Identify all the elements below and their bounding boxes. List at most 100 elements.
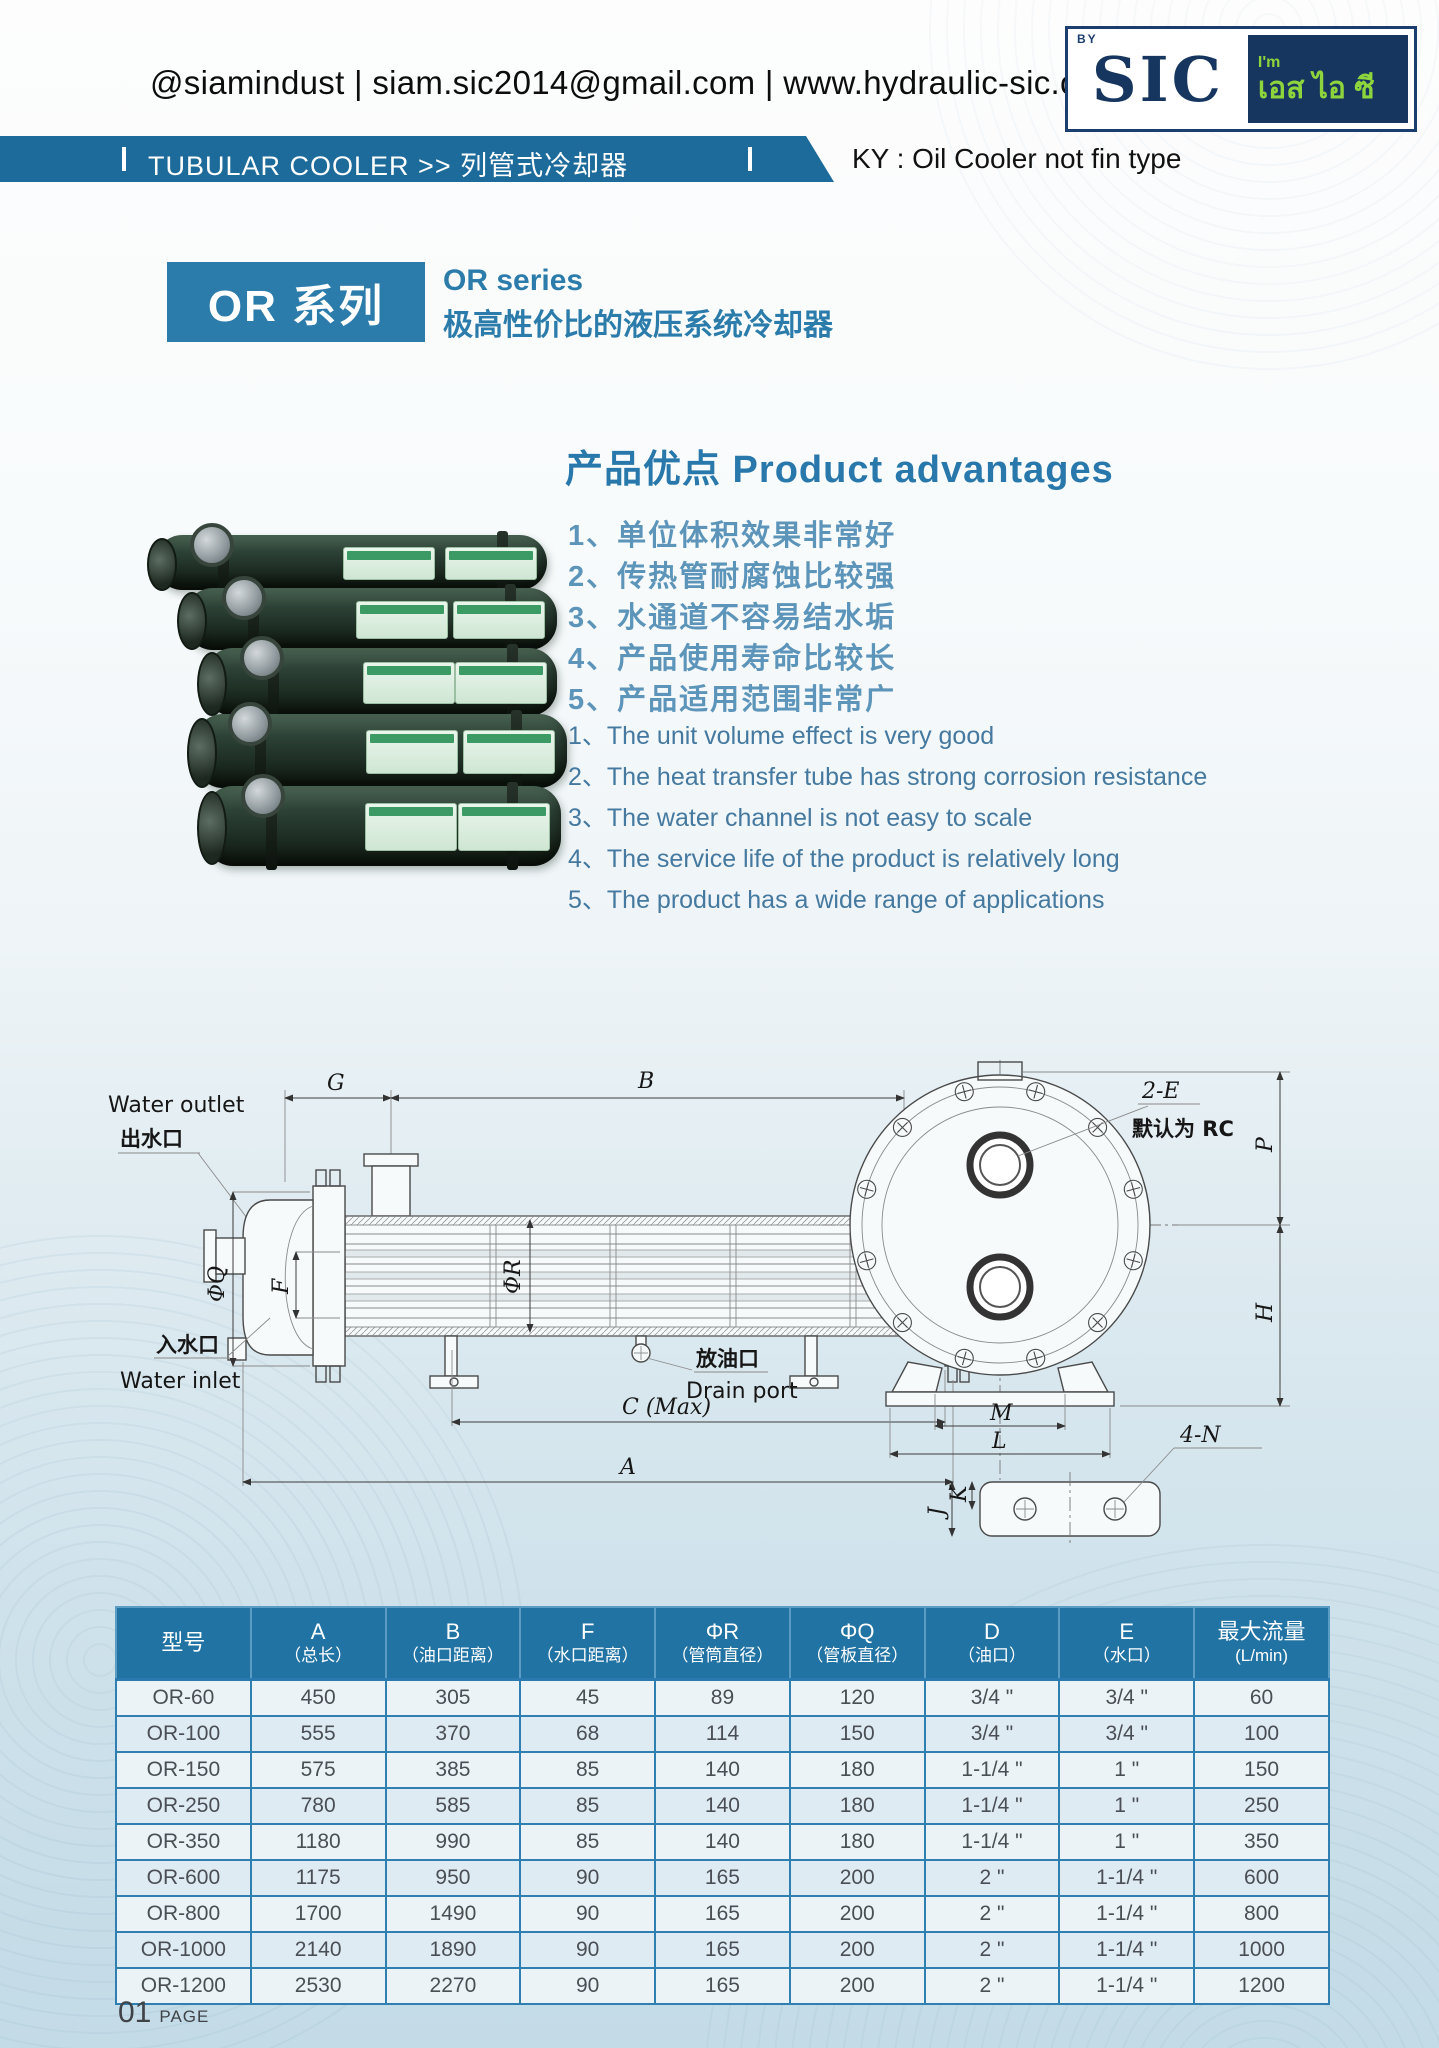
cooler-image: [197, 636, 557, 720]
table-cell: 450: [249, 1678, 387, 1717]
table-cell: 2140: [249, 1931, 387, 1969]
logo-thai-panel: I'm เอส ไอ ซี: [1247, 35, 1408, 123]
dim-phiQ: ΦQ: [205, 1266, 230, 1302]
table-cell: 45: [519, 1678, 657, 1717]
table-cell: 305: [384, 1678, 522, 1717]
banner-tagline: KY : Oil Cooler not fin type: [852, 143, 1182, 174]
dim-A: A: [618, 1455, 636, 1480]
series-subtitle-zh: 极高性价比的液压系统冷却器: [443, 309, 833, 342]
list-item: 4、产品使用寿命比较长: [568, 643, 897, 675]
table-cell: 200: [788, 1895, 926, 1933]
table-cell: 200: [788, 1859, 926, 1897]
company-logo: BY SIC I'm เอส ไอ ซี: [1065, 26, 1417, 132]
table-cell: 165: [654, 1967, 791, 2005]
list-item: 1、The unit volume effect is very good: [568, 722, 995, 750]
cooler-image: [147, 523, 547, 594]
table-cell: OR-600: [115, 1859, 252, 1897]
table-cell: 555: [249, 1715, 387, 1753]
list-item: 3、水通道不容易结水垢: [568, 602, 897, 634]
table-cell: 2 ": [923, 1931, 1061, 1969]
series-badge: OR 系列: [167, 262, 425, 342]
table-cell: 150: [1193, 1751, 1330, 1789]
dim-H: H: [1253, 1302, 1278, 1323]
label-water-inlet-en: Water inlet: [120, 1369, 241, 1394]
list-item: 3、The water channel is not easy to scale: [568, 804, 1033, 832]
table-cell: 990: [384, 1823, 522, 1861]
page-label: PAGE: [159, 2007, 210, 2026]
dim-L: L: [991, 1429, 1007, 1454]
table-cell: 600: [1193, 1859, 1330, 1897]
dim-4N: 4-N: [1179, 1423, 1221, 1448]
label-drain-en: Drain port: [686, 1379, 798, 1404]
page-footer: 01 PAGE: [118, 1996, 209, 2030]
dim-phiR: ΦR: [501, 1259, 526, 1294]
dim-J: J: [925, 1506, 950, 1520]
list-item: 5、The product has a wide range of applic…: [568, 886, 1105, 914]
table-cell: 350: [1193, 1823, 1330, 1861]
table-cell: 1-1/4 ": [1058, 1895, 1196, 1933]
table-cell: 85: [519, 1787, 657, 1825]
label-drain-zh: 放油口: [695, 1347, 759, 1371]
table-cell: 1180: [249, 1823, 387, 1861]
table-cell: OR-800: [115, 1895, 252, 1933]
table-cell: 1000: [1193, 1931, 1330, 1969]
table-cell: 90: [519, 1895, 657, 1933]
table-cell: 180: [788, 1751, 926, 1789]
table-cell: 60: [1193, 1678, 1330, 1717]
cooler-image: [197, 774, 561, 870]
table-cell: 165: [654, 1859, 791, 1897]
series-title-en: OR series: [443, 264, 584, 297]
table-header-cell: ΦQ（管板直径）: [788, 1606, 926, 1681]
list-item: 2、传热管耐腐蚀比较强: [568, 561, 897, 593]
table-cell: OR-100: [115, 1715, 252, 1753]
table-cell: OR-350: [115, 1823, 252, 1861]
table-cell: 1175: [249, 1859, 387, 1897]
banner-title: TUBULAR COOLER >> 列管式冷却器: [148, 151, 629, 181]
table-header-cell: 型号: [115, 1606, 252, 1681]
table-cell: 85: [519, 1823, 657, 1861]
table-header-cell: A（总长）: [249, 1606, 387, 1681]
table-cell: 1-1/4 ": [923, 1823, 1061, 1861]
table-cell: 2 ": [923, 1895, 1061, 1933]
table-cell: 180: [788, 1823, 926, 1861]
dim-M: M: [989, 1401, 1013, 1426]
table-cell: 200: [788, 1931, 926, 1969]
table-header-cell: D（油口）: [923, 1606, 1061, 1681]
separator-bar: [122, 147, 126, 171]
table-cell: 250: [1193, 1787, 1330, 1825]
table-cell: 200: [788, 1967, 926, 2005]
dim-C-max: C (Max): [622, 1395, 711, 1420]
table-header-cell: B（油口距离）: [384, 1606, 522, 1681]
contact-line: @siamindust | siam.sic2014@gmail.com | w…: [150, 64, 1124, 101]
table-cell: 100: [1193, 1715, 1330, 1753]
logo-by-text: BY: [1077, 32, 1098, 46]
table-header-cell: E（水口）: [1058, 1606, 1196, 1681]
table-header-cell: ΦR（管筒直径）: [654, 1606, 791, 1681]
table-cell: 3/4 ": [923, 1715, 1061, 1753]
table-cell: 165: [654, 1895, 791, 1933]
banner-blue-strip: [0, 136, 834, 182]
table-cell: OR-1000: [115, 1931, 252, 1969]
table-header-cell: F（水口距离）: [519, 1606, 657, 1681]
table-cell: 90: [519, 1859, 657, 1897]
table-cell: 120: [788, 1678, 926, 1717]
table-cell: 780: [249, 1787, 387, 1825]
dim-F: F: [269, 1278, 294, 1295]
advantages-heading: 产品优点 Product advantages: [565, 449, 1114, 491]
table-cell: 3/4 ": [923, 1678, 1061, 1717]
label-water-outlet-en: Water outlet: [108, 1093, 245, 1118]
table-cell: 3/4 ": [1058, 1678, 1196, 1717]
table-cell: 1490: [384, 1895, 522, 1933]
table-cell: 1-1/4 ": [1058, 1931, 1196, 1969]
list-item: 4、The service life of the product is rel…: [568, 845, 1120, 873]
table-cell: 90: [519, 1967, 657, 2005]
